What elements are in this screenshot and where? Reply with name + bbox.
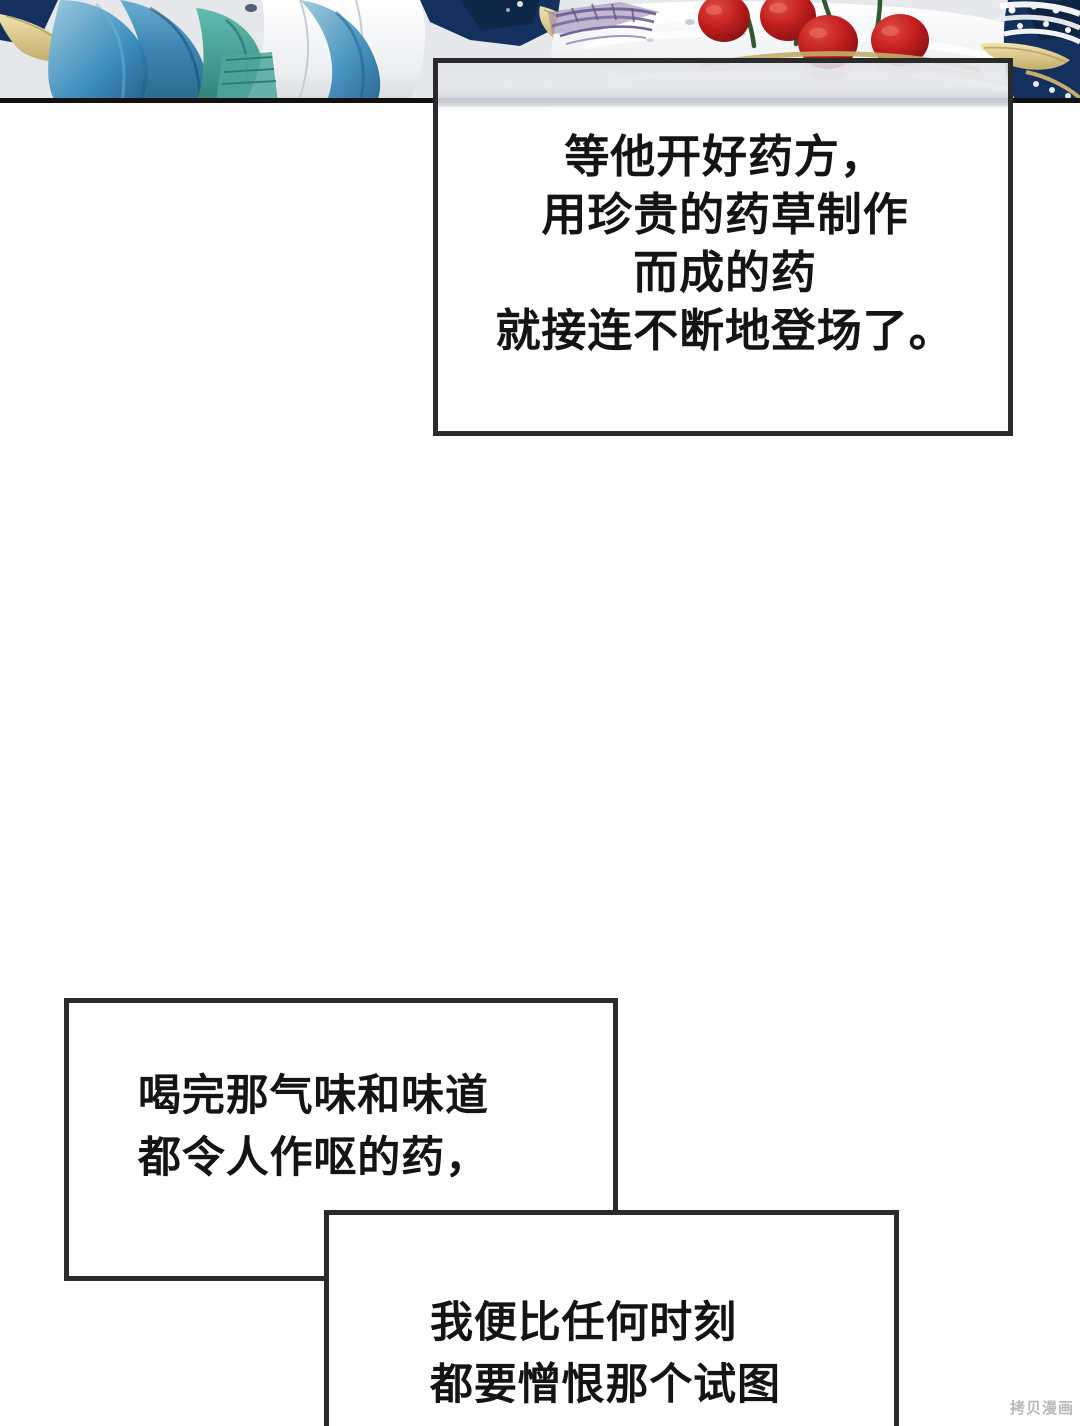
caption-text-middle-left: 喝完那气味和味道 都令人作呕的药，	[138, 1072, 489, 1182]
site-watermark: 拷贝漫画	[1009, 1399, 1074, 1417]
caption-text-bottom-right: 我便比任何时刻 都要憎恨那个试图	[430, 1299, 781, 1409]
caption-text-top-right: 等他开好药方， 用珍贵的药草制作 而成的药 就接连不断地登场了。	[495, 131, 955, 356]
caption-panel-top-right	[433, 58, 1013, 436]
caption-panel-top-right-fill	[438, 108, 1008, 431]
panel-seam-patch	[329, 1215, 613, 1277]
